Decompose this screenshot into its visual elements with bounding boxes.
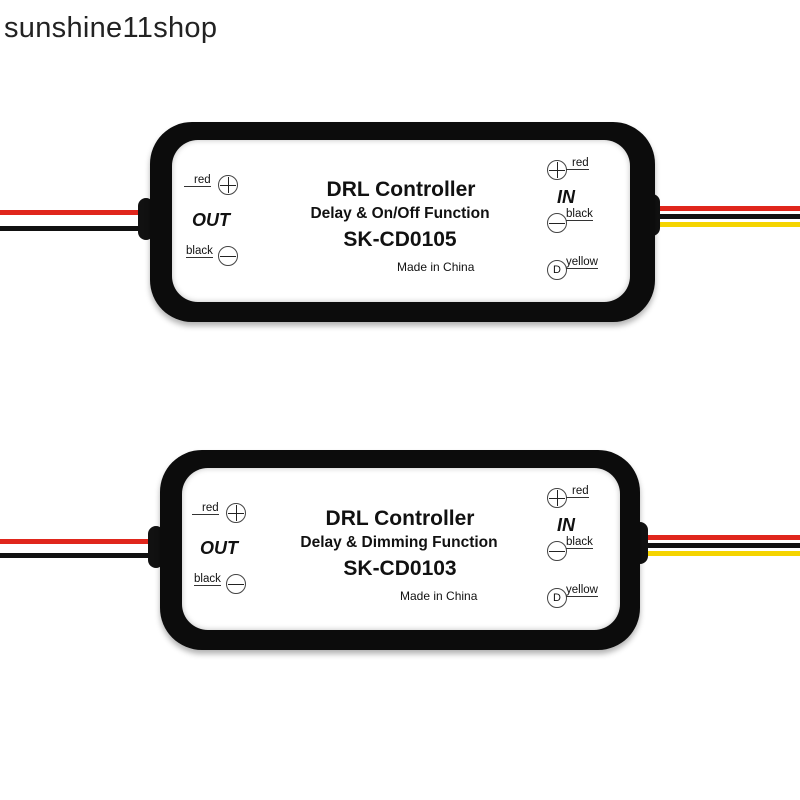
model-number: SK-CD0105	[343, 228, 457, 251]
plus-icon	[226, 503, 246, 523]
in-black-label: black	[566, 536, 593, 549]
minus-icon	[547, 541, 567, 561]
function-text: Delay & Dimming Function	[300, 534, 498, 551]
minus-icon	[547, 213, 567, 233]
minus-icon	[218, 246, 238, 266]
in-red-label: red	[566, 157, 589, 170]
out-black-wire	[0, 553, 160, 558]
minus-icon	[226, 574, 246, 594]
d-terminal-icon: D	[547, 588, 567, 608]
in-label: IN	[557, 187, 575, 207]
in-yellow-wire	[650, 222, 800, 227]
drl-controller-module-2: DRL Controller Delay & Dimming Function …	[0, 428, 800, 668]
d-terminal-icon: D	[547, 260, 567, 280]
out-red-wire	[0, 210, 150, 215]
plus-icon	[218, 175, 238, 195]
made-in: Made in China	[400, 589, 478, 603]
out-label: OUT	[192, 210, 230, 230]
in-black-wire	[650, 214, 800, 219]
function-text: Delay & On/Off Function	[310, 205, 490, 222]
out-label: OUT	[200, 538, 238, 558]
out-red-wire	[0, 539, 160, 544]
made-in: Made in China	[397, 260, 475, 274]
out-black-wire	[0, 226, 150, 231]
out-black-label: black	[186, 245, 213, 258]
model-number: SK-CD0103	[343, 557, 457, 580]
in-red-wire	[640, 535, 800, 540]
in-label: IN	[557, 515, 575, 535]
in-yellow-wire	[640, 551, 800, 556]
out-red-label: red	[192, 502, 219, 515]
title: DRL Controller	[326, 178, 476, 201]
plus-icon	[547, 160, 567, 180]
plus-icon	[547, 488, 567, 508]
drl-controller-module-1: DRL Controller Delay & On/Off Function S…	[0, 100, 800, 340]
in-yellow-label: yellow	[566, 584, 598, 597]
in-yellow-label: yellow	[566, 256, 598, 269]
watermark: sunshine11shop	[4, 12, 218, 44]
out-red-label: red	[184, 174, 211, 187]
in-red-wire	[650, 206, 800, 211]
in-red-label: red	[566, 485, 589, 498]
title: DRL Controller	[325, 507, 475, 530]
in-black-wire	[640, 543, 800, 548]
in-black-label: black	[566, 208, 593, 221]
out-black-label: black	[194, 573, 221, 586]
